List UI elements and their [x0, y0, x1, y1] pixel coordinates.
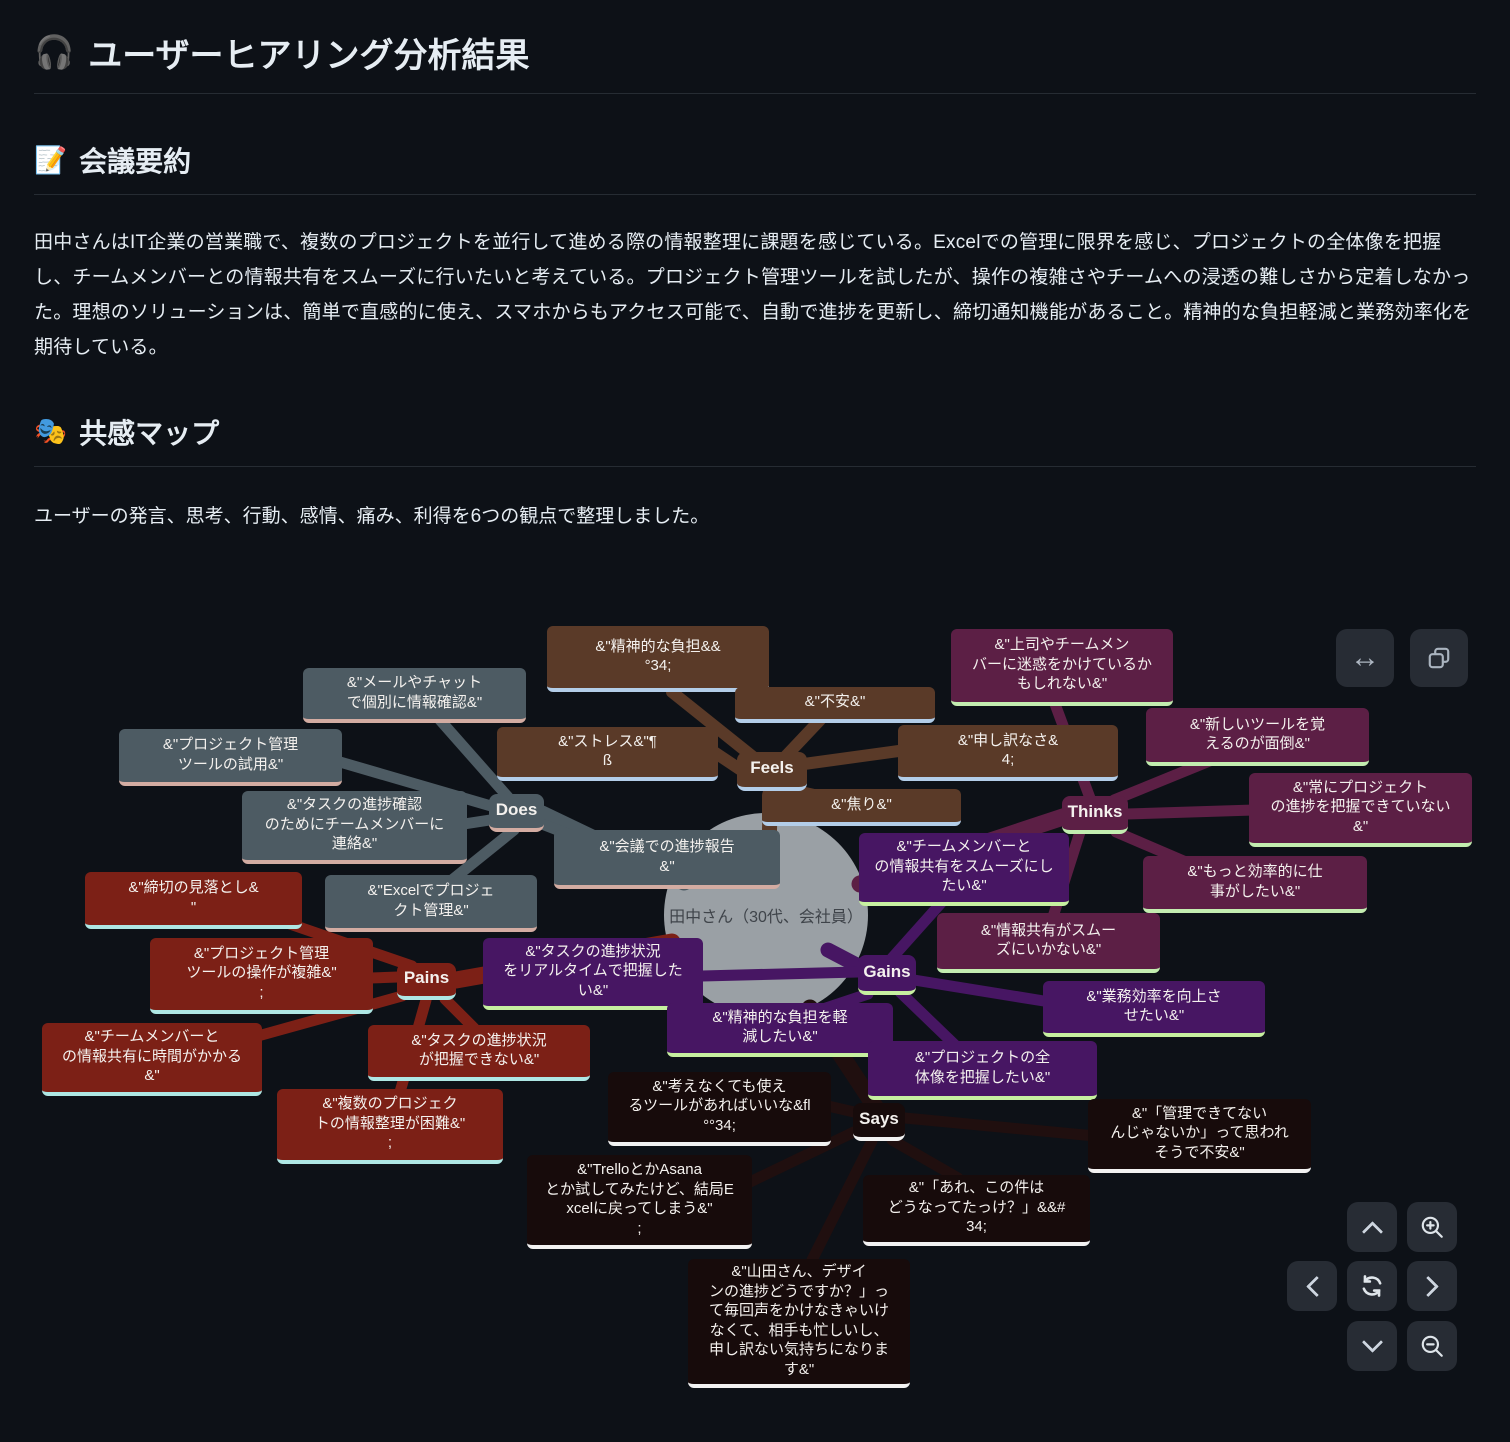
mindmap-node-feels-0: &"精神的な負担&& °34; [547, 626, 769, 692]
mindmap-node-thinks-0: &"上司やチームメン バーに迷惑をかけているか もしれない&" [951, 629, 1173, 706]
mindmap-node-does-2: &"タスクの進捗確認 のためにチームメンバーに 連絡&" [242, 791, 467, 864]
zoom-out-icon [1421, 1335, 1443, 1357]
mindmap-node-says-0: &"「管理できてない んじゃないか」って思われ そうで不安&" [1088, 1099, 1311, 1173]
pan-up-button[interactable] [1347, 1202, 1397, 1252]
mindmap-node-says-1: &"考えなくても使え るツールがあればいいな&fl °°34; [608, 1072, 831, 1146]
copy-icon [1428, 647, 1450, 669]
mindmap-node-gains-4: &"業務効率を向上さ せたい&" [1043, 981, 1265, 1037]
copy-button[interactable] [1410, 629, 1468, 687]
mindmap-node-gains-3: &"プロジェクトの全 体像を把握したい&" [868, 1041, 1097, 1100]
summary-heading-text: 会議要約 [79, 146, 192, 177]
mindmap-branch-pains: Pains [397, 963, 456, 1000]
zoom-in-icon [1421, 1216, 1443, 1238]
empathy-heading-text: 共感マップ [79, 417, 220, 449]
chevron-right-icon [1417, 1275, 1439, 1297]
zoom-in-button[interactable] [1407, 1202, 1457, 1252]
fit-width-button[interactable]: ↔ [1336, 629, 1394, 687]
mindmap-node-feels-2: &"ストレス&"¶ ß [497, 727, 718, 781]
page-title-text: ユーザーヒアリング分析結果 [88, 37, 530, 75]
mindmap-node-pains-2: &"チームメンバーと の情報共有に時間がかかる &" [42, 1023, 262, 1096]
mindmap-node-does-4: &"会議での進捗報告 &" [554, 830, 780, 889]
mindmap-node-pains-0: &"締切の見落とし& " [85, 872, 302, 929]
mindmap-node-feels-1: &"不安&" [735, 687, 935, 723]
mindmap-node-gains-0: &"チームメンバーと の情報共有をスムーズにし たい&" [859, 833, 1069, 906]
mindmap-branch-feels: Feels [737, 752, 807, 791]
empathy-heading: 🎭 共感マップ [34, 412, 1476, 467]
mindmap-branch-thinks: Thinks [1062, 796, 1128, 834]
mindmap-node-thinks-2: &"常にプロジェクト の進捗を把握できていない &" [1249, 773, 1472, 847]
chevron-up-icon [1361, 1220, 1383, 1242]
mindmap-node-pains-4: &"複数のプロジェク トの情報整理が困難&" ; [277, 1089, 503, 1164]
zoom-out-button[interactable] [1407, 1321, 1457, 1371]
refresh-icon [1362, 1275, 1382, 1297]
pan-right-button[interactable] [1407, 1261, 1457, 1311]
summary-paragraph: 田中さんはIT企業の営業職で、複数のプロジェクトを並行して進める際の情報整理に課… [34, 232, 1472, 359]
masks-icon: 🎭 [34, 416, 68, 447]
mindmap-node-does-1: &"プロジェクト管理 ツールの試用&" [119, 729, 342, 786]
expand-width-icon: ↔ [1350, 641, 1380, 674]
mindmap-branch-says: Says [853, 1103, 905, 1141]
page-title: 🎧 ユーザーヒアリング分析結果 [34, 18, 1476, 94]
empathy-mindmap-canvas[interactable]: 田中さん（30代、会社員） [0, 600, 1510, 1442]
pan-left-button[interactable] [1287, 1261, 1337, 1311]
mindmap-node-gains-1: &"タスクの進捗状況 をリアルタイムで把握した い&" [483, 938, 703, 1010]
headphones-icon: 🎧 [34, 34, 75, 71]
mindmap-node-says-4: &"山田さん、デザイ ンの進捗どうですか？」っ て毎回声をかけなきゃいけ なくて… [688, 1259, 910, 1388]
mindmap-node-feels-3: &"申し訳なさ& 4; [898, 725, 1118, 781]
reset-view-button[interactable] [1347, 1261, 1397, 1311]
document-body: 🎧 ユーザーヒアリング分析結果 📝 会議要約 田中さんはIT企業の営業職で、複数… [0, 0, 1510, 528]
mindmap-node-thinks-4: &"情報共有がスムー ズにいかない&" [937, 913, 1160, 973]
empathy-intro: ユーザーの発言、思考、行動、感情、痛み、利得を6つの観点で整理しました。 [34, 505, 710, 527]
mindmap-node-says-3: &"「あれ、この件は どうなってたっけ？」&&# 34; [863, 1175, 1090, 1246]
mindmap-branch-does: Does [489, 794, 544, 832]
mindmap-node-thinks-1: &"新しいツールを覚 えるのが面倒&" [1146, 708, 1369, 766]
mindmap-node-gains-2: &"精神的な負担を軽 減したい&" [667, 1003, 893, 1057]
mindmap-node-pains-1: &"プロジェクト管理 ツールの操作が複雑&" ; [150, 938, 373, 1014]
pan-down-button[interactable] [1347, 1321, 1397, 1371]
mindmap-node-says-2: &"TrelloとかAsana とか試してみたけど、結局E xcelに戻ってしま… [527, 1155, 752, 1249]
mindmap-center-label: 田中さん（30代、会社員） [669, 909, 863, 926]
mindmap-branch-gains: Gains [858, 955, 916, 995]
mindmap-node-does-3: &"Excelでプロジェ クト管理&" [325, 875, 537, 932]
mindmap-node-pains-3: &"タスクの進捗状況 が把握できない&" [368, 1025, 590, 1081]
chevron-down-icon [1361, 1331, 1383, 1353]
mindmap-node-does-0: &"メールやチャット で個別に情報確認&" [303, 668, 526, 723]
mindmap-node-feels-4: &"焦り&" [762, 789, 961, 826]
mindmap-node-thinks-3: &"もっと効率的に仕 事がしたい&" [1143, 856, 1367, 913]
chevron-left-icon [1305, 1275, 1327, 1297]
summary-heading: 📝 会議要約 [34, 140, 1476, 195]
memo-icon: 📝 [34, 144, 68, 175]
